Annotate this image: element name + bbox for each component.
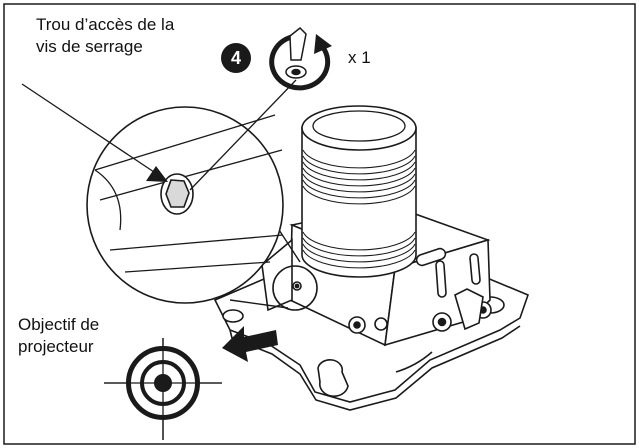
detail-magnifier <box>21 79 318 311</box>
detail-target-circle <box>272 265 318 311</box>
clockwise-rotation-arrow-icon <box>269 33 332 91</box>
hex-key-icon <box>285 26 307 79</box>
access-hole-label-line2: vis de serrage <box>36 37 143 56</box>
step-number-badge-icon: 4 <box>221 43 251 73</box>
access-hole-label-line1: Trou d’accès de la <box>36 15 175 34</box>
access-hole-hex <box>160 173 194 215</box>
lens-direction-arrow-icon <box>222 326 278 362</box>
projector-lens-target-icon <box>104 338 222 440</box>
repeat-count: x 1 <box>348 48 371 67</box>
threaded-pipe <box>301 105 417 278</box>
step-number: 4 <box>231 48 241 68</box>
lens-label-line1: Objectif de <box>18 315 99 334</box>
lens-label-line2: projecteur <box>18 337 94 356</box>
